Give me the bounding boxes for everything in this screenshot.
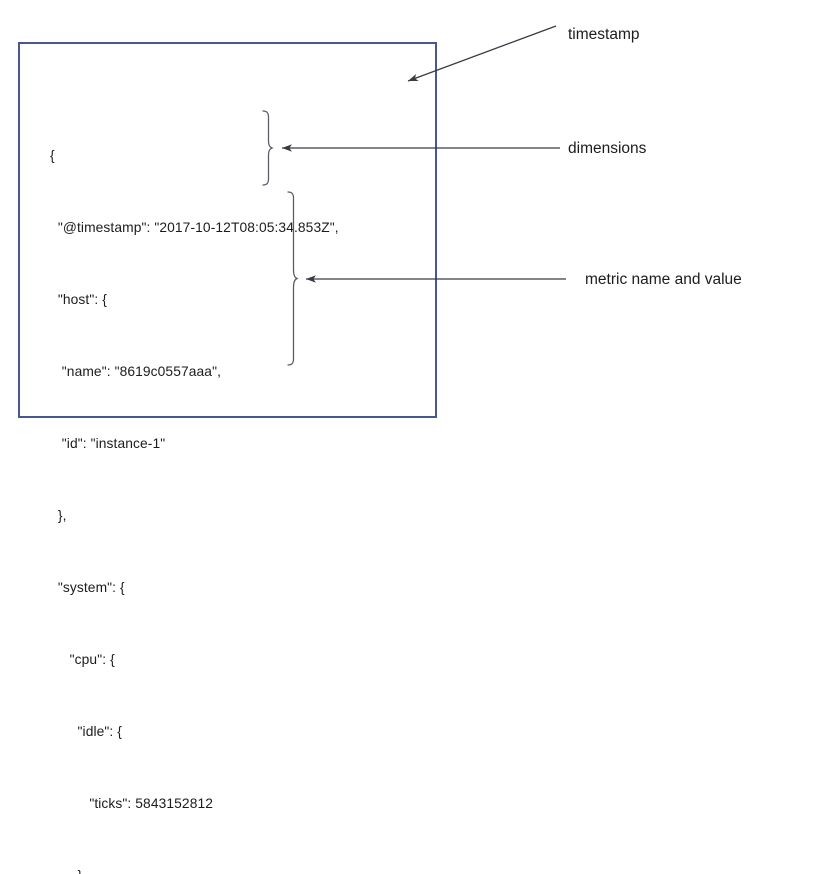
json-line-cpu-open: "cpu": { bbox=[50, 652, 115, 667]
json-line-idle-open: "idle": { bbox=[50, 724, 122, 739]
json-line-system-open: "system": { bbox=[50, 580, 125, 595]
annotation-label-timestamp: timestamp bbox=[568, 26, 640, 43]
json-line-idle-close: }, bbox=[50, 864, 339, 874]
json-line-host-open: "host": { bbox=[50, 292, 107, 307]
json-line-0: { bbox=[50, 148, 55, 163]
json-line-host-name: "name": "8619c0557aaa", bbox=[50, 364, 222, 379]
json-line-timestamp: "@timestamp": "2017-10-12T08:05:34.853Z"… bbox=[50, 220, 339, 235]
annotation-label-metric: metric name and value bbox=[585, 271, 742, 288]
json-code-block: { "@timestamp": "2017-10-12T08:05:34.853… bbox=[50, 96, 339, 874]
annotation-label-dimensions: dimensions bbox=[568, 140, 647, 157]
json-document-box: { "@timestamp": "2017-10-12T08:05:34.853… bbox=[18, 42, 437, 874]
json-line-host-id: "id": "instance-1" bbox=[50, 436, 166, 451]
json-line-host-close: }, bbox=[50, 508, 67, 523]
json-line-ticks: "ticks": 5843152812 bbox=[50, 796, 214, 811]
diagram-canvas: { "@timestamp": "2017-10-12T08:05:34.853… bbox=[18, 25, 742, 874]
